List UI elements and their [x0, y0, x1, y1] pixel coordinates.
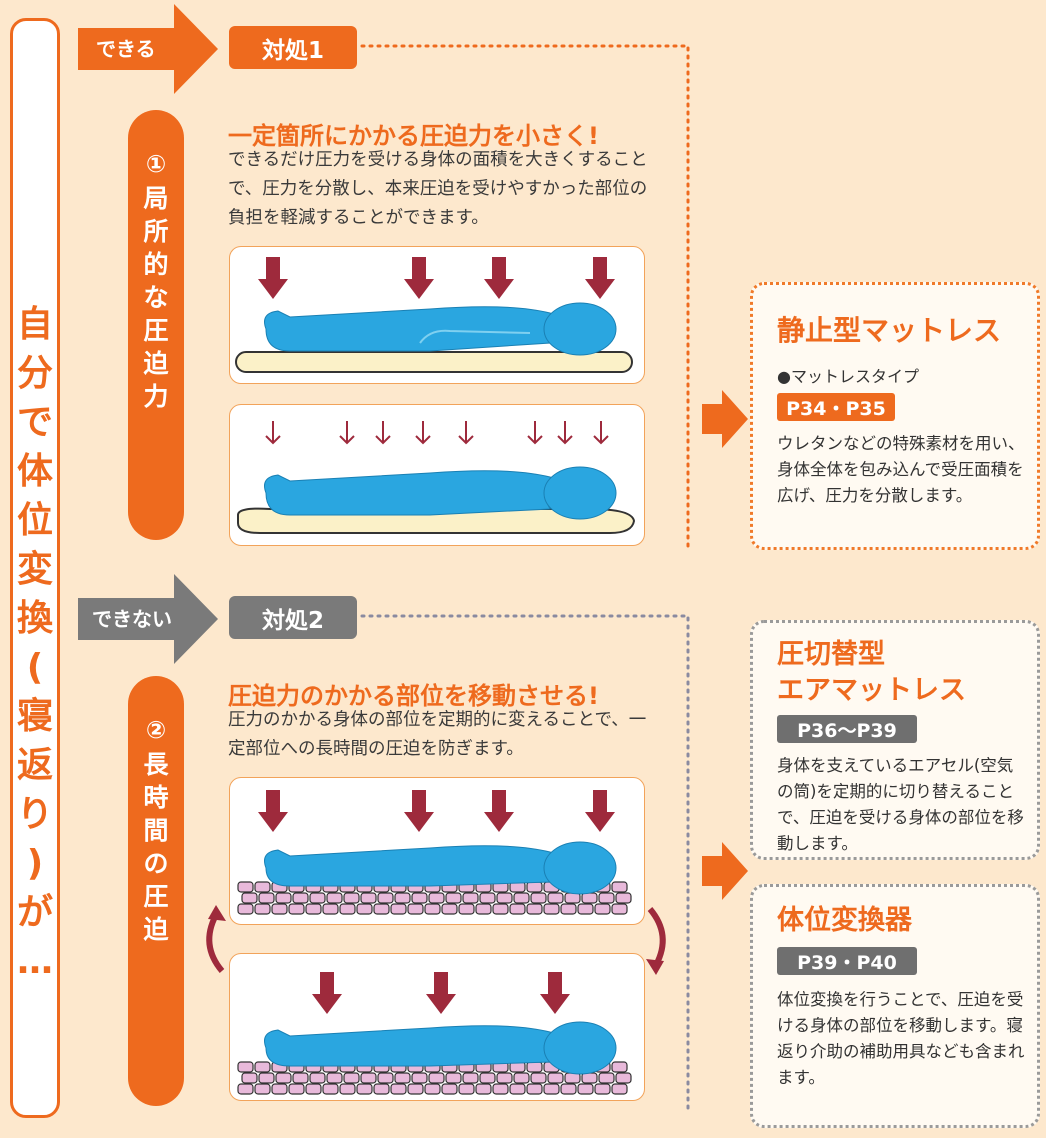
card-repositioner: 体位変換器 P39・P40 体位変換を行うことで、圧迫を受ける身体の部位を移動し…	[750, 884, 1040, 1128]
card-static-subtitle: ●マットレスタイプ	[777, 367, 919, 386]
pill-char: 長	[143, 750, 169, 779]
pill-char: 迫	[143, 915, 169, 944]
left-title-char: 変	[16, 549, 53, 590]
left-title-char: 体	[16, 451, 53, 492]
panel-static-mattress	[229, 404, 645, 546]
pill-char: 迫	[143, 349, 169, 378]
large-pressure-arrows	[312, 972, 570, 1014]
connector-top	[360, 44, 690, 552]
pill-char: 圧	[143, 882, 169, 911]
tag-countermeasure-1: 対処1	[229, 26, 357, 69]
card-static-text: ウレタンなどの特殊素材を用い、身体全体を包み込んで受圧面積を広げ、圧力を分散しま…	[777, 434, 1025, 505]
left-title-box	[10, 18, 60, 1118]
illustration-air-mattress-2	[237, 972, 632, 1095]
left-title-char: 寝	[16, 696, 53, 737]
pill-char: 所	[143, 217, 169, 246]
left-title-char: (	[26, 647, 44, 688]
pill-char: 力	[143, 382, 169, 411]
illustration-normal-mattress	[235, 257, 633, 373]
left-title-char: 位	[16, 500, 53, 541]
panel-air-mattress-2	[229, 953, 645, 1101]
card-static-title: 静止型マットレス	[777, 314, 1002, 347]
left-title-char: )	[26, 843, 44, 884]
card-repositioner-title: 体位変換器	[777, 905, 912, 936]
result-arrow-bottom	[702, 842, 748, 900]
tag-countermeasure-2: 対処2	[229, 596, 357, 639]
pill-char: 圧	[143, 316, 169, 345]
rotate-arrow-right-icon	[646, 907, 666, 975]
illustration-air-mattress-1	[237, 790, 632, 915]
connector-bottom	[360, 614, 690, 1112]
cannot-label: できない	[92, 607, 172, 631]
pill-char: 局	[143, 184, 169, 213]
card-air-title-line2: エアマットレス	[777, 675, 966, 706]
panel-air-mattress-1	[229, 777, 645, 925]
can-arrow	[78, 4, 218, 94]
card-air-text: 身体を支えているエアセル(空気の筒)を定期的に切り替えることで、圧迫を受ける身体…	[777, 756, 1024, 853]
large-pressure-arrows	[258, 790, 615, 832]
cannot-arrow	[78, 574, 218, 664]
can-label: できる	[96, 37, 156, 61]
pill-long-pressure: ② 長時間の圧迫	[128, 676, 184, 1106]
left-title-char: 換	[16, 598, 53, 639]
description-move-pressure: 圧力のかかる身体の部位を定期的に変えることで、一定部位への長時間の圧迫を防ぎます…	[228, 710, 647, 759]
left-title-char: 返	[16, 745, 53, 786]
card-air-title-line1: 圧切替型	[777, 639, 885, 670]
card-repositioner-text: 体位変換を行うことで、圧迫を受ける身体の部位を移動します。寝返り介助の補助用具な…	[777, 990, 1025, 1087]
card-static-mattress: 静止型マットレス ●マットレスタイプ P34・P35 ウレタンなどの特殊素材を用…	[750, 282, 1040, 550]
heading-reduce-pressure: 一定箇所にかかる圧迫力を小さく!	[228, 122, 599, 150]
card-repositioner-pages: P39・P40	[777, 947, 917, 975]
pill-text-long-pressure: 長時間の圧迫	[143, 748, 168, 946]
left-vertical-title: 自分で体位変換 ( 寝返り) が …	[10, 300, 60, 982]
heading-move-pressure: 圧迫力のかかる部位を移動させる!	[228, 682, 599, 710]
left-title-char: …	[17, 941, 53, 982]
pill-number-1: ①	[145, 150, 167, 178]
pill-number-2: ②	[145, 716, 167, 744]
left-title-char: 分	[16, 353, 53, 394]
left-title-char: り	[16, 794, 53, 835]
pill-char: な	[143, 283, 169, 312]
panel-normal-mattress	[229, 246, 645, 384]
description-reduce-pressure: できるだけ圧力を受ける身体の面積を大きくすることで、圧力を分散し、本来圧迫を受け…	[228, 150, 648, 228]
card-static-pages: P34・P35	[777, 393, 895, 421]
pill-char: 間	[143, 816, 169, 845]
pill-char: 的	[143, 250, 169, 279]
rotate-arrow-left-icon	[206, 905, 226, 973]
pill-text-local-pressure: 局所的な圧迫力	[143, 182, 168, 413]
small-pressure-arrows	[265, 421, 609, 445]
pill-char: の	[143, 849, 169, 878]
left-title-char: が	[16, 892, 53, 933]
large-pressure-arrows	[258, 257, 615, 299]
illustration-static-mattress	[237, 421, 636, 534]
left-title-char: で	[16, 402, 53, 443]
pill-local-pressure: ① 局所的な圧迫力	[128, 110, 184, 540]
pill-char: 時	[143, 783, 169, 812]
card-air-mattress: 圧切替型 エアマットレス P36〜P39 身体を支えているエアセル(空気の筒)を…	[750, 620, 1040, 860]
result-arrow-top	[702, 390, 748, 448]
card-air-pages: P36〜P39	[777, 715, 917, 743]
left-title-char: 自	[16, 304, 53, 345]
